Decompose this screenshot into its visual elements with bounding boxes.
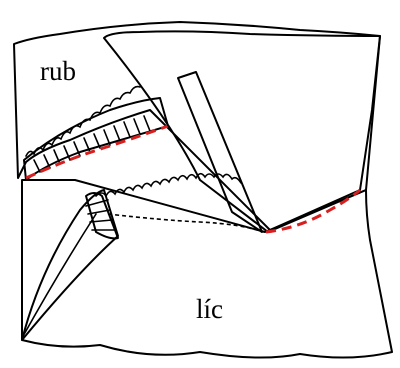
stitch-line-top: [26, 126, 168, 178]
label-face-side: líc: [196, 294, 223, 324]
ruffle-band-lower: [86, 193, 118, 238]
lower-left-inner: [22, 214, 96, 338]
lower-left-fold: [22, 190, 118, 340]
fabric-front-body: [22, 180, 392, 358]
label-back-side: rub: [40, 56, 76, 86]
